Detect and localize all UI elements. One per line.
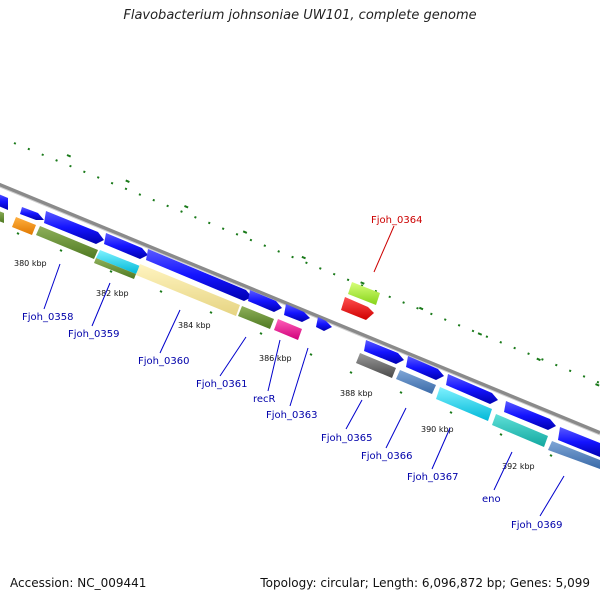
gene-label-fjoh-0365[interactable]: Fjoh_0365 bbox=[321, 433, 372, 444]
tick-label: 392 kbp bbox=[502, 462, 535, 471]
gene-arrow bbox=[0, 194, 8, 210]
gene-label-fjoh-0359[interactable]: Fjoh_0359 bbox=[68, 329, 119, 340]
gene-label-fjoh-0367[interactable]: Fjoh_0367 bbox=[407, 472, 458, 483]
topology-text: Topology: circular; Length: 6,096,872 bp… bbox=[260, 576, 590, 590]
gene-label-fjoh-0358[interactable]: Fjoh_0358 bbox=[22, 312, 73, 323]
gene-label-fjoh-0361[interactable]: Fjoh_0361 bbox=[196, 379, 247, 390]
gene-fjoh-0364-lime[interactable] bbox=[348, 282, 380, 305]
gene-arrow bbox=[446, 374, 498, 404]
tick-label: 388 kbp bbox=[340, 389, 373, 398]
gene-label-fjoh-0366[interactable]: Fjoh_0366 bbox=[361, 451, 412, 462]
gene-arrow bbox=[504, 401, 556, 430]
gene-arrow bbox=[558, 427, 600, 457]
gc-content-track bbox=[13, 142, 600, 387]
gene-label-fjoh-0363[interactable]: Fjoh_0363 bbox=[266, 410, 317, 421]
gene-arrow bbox=[284, 304, 310, 322]
gene-label-fjoh-0369[interactable]: Fjoh_0369 bbox=[511, 520, 562, 531]
tick-label: 390 kbp bbox=[421, 425, 454, 434]
gene-arrow bbox=[146, 249, 252, 301]
gene-arrow bbox=[316, 317, 332, 331]
gene-arrow bbox=[364, 340, 404, 364]
gene-label-fjoh-0360[interactable]: Fjoh_0360 bbox=[138, 356, 189, 367]
gene-arrow bbox=[20, 207, 44, 220]
inner-dots bbox=[16, 232, 553, 457]
forward-strand-genes[interactable] bbox=[0, 193, 600, 457]
genome-backbone bbox=[0, 182, 600, 435]
gene-arrow bbox=[44, 211, 104, 244]
gene-label-eno[interactable]: eno bbox=[482, 494, 501, 505]
genome-title: Flavobacterium johnsoniae UW101, complet… bbox=[123, 8, 477, 23]
gene-fjoh-0364-red[interactable] bbox=[341, 297, 374, 320]
accession-text: Accession: NC_009441 bbox=[10, 576, 147, 590]
tick-label: 384 kbp bbox=[178, 321, 211, 330]
gene-arrow bbox=[406, 356, 444, 380]
functional-category-genes[interactable] bbox=[0, 210, 600, 469]
tick-label: 380 kbp bbox=[14, 259, 47, 268]
gene-label-fjoh-0364[interactable]: Fjoh_0364 bbox=[371, 215, 422, 226]
gene-arrow bbox=[248, 290, 282, 312]
gene-label-recr[interactable]: recR bbox=[253, 394, 276, 405]
tick-label: 382 kbp bbox=[96, 289, 129, 298]
gene-arrow bbox=[104, 233, 148, 259]
